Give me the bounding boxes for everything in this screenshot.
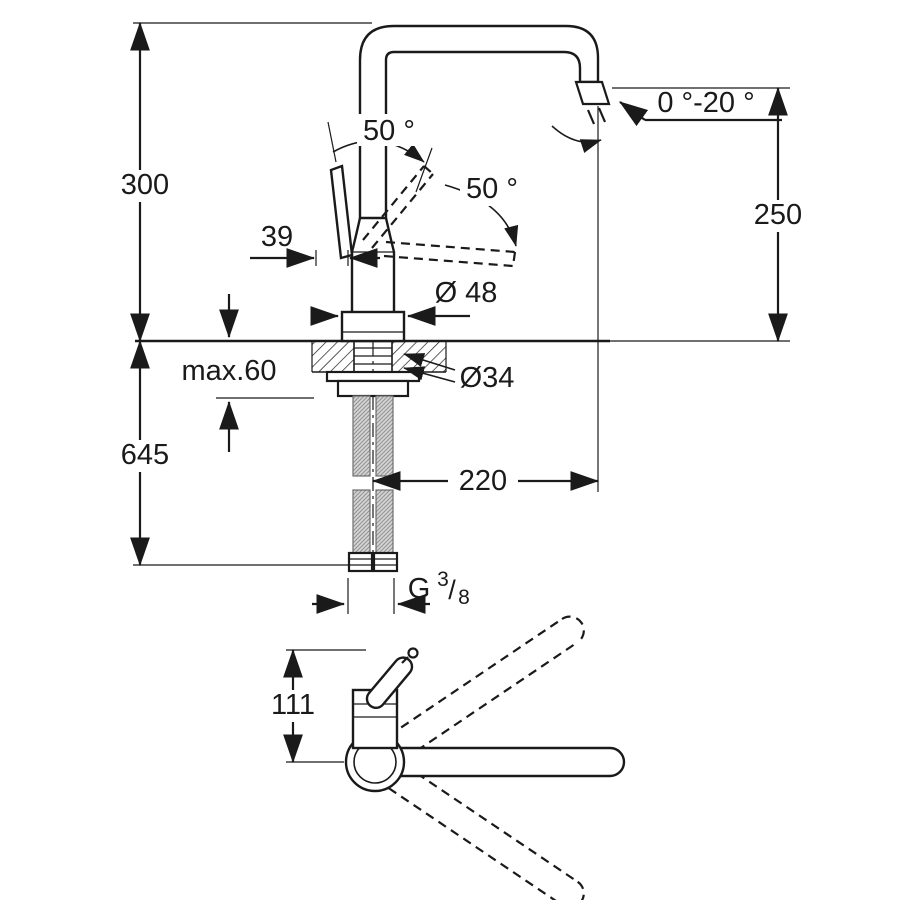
body-left-edge	[350, 217, 362, 312]
water-stream-line	[597, 107, 607, 123]
thread-numerator: 3	[437, 568, 449, 591]
dim-max60-label: max.60	[181, 355, 276, 387]
handle-lever	[329, 164, 354, 260]
handle-pin-link	[401, 656, 409, 664]
dimension-111: 111	[264, 648, 366, 764]
tilt-arc-arrow	[551, 125, 602, 153]
body-right-edge	[384, 217, 396, 312]
angle-arc-right	[444, 184, 519, 247]
side-view: 50 ° 50 °	[112, 21, 812, 614]
handle-top-view	[365, 656, 414, 710]
dimension-d34: Ø34	[403, 353, 515, 394]
thread-g-label: G	[408, 573, 431, 605]
top-view: 111	[264, 615, 626, 900]
dimension-39: 39	[250, 221, 380, 268]
dimension-d48: Ø 48	[310, 277, 498, 326]
dim-50-right-label: 50 °	[466, 173, 518, 205]
dimension-645: 645	[112, 339, 349, 567]
dim-39-label: 39	[261, 221, 293, 253]
counter-hatch-left	[312, 341, 354, 372]
counter-hatch-right	[392, 341, 446, 372]
dim-tilt-label: 0 °-20 °	[657, 87, 754, 119]
spout-swivel-dashed-up	[388, 615, 585, 760]
mounting-washer	[325, 370, 421, 383]
dim-220-label: 220	[459, 465, 507, 497]
dim-d48-label: Ø 48	[435, 277, 498, 309]
handle-pin	[407, 647, 419, 659]
label-bg	[460, 174, 524, 206]
handle-position-dashed-side	[383, 240, 517, 268]
spout-swivel-dashed-down	[388, 764, 585, 900]
dim-111-label: 111	[271, 689, 315, 721]
dimension-g38: G 3 / 8	[312, 568, 470, 614]
dim-300-label: 300	[121, 169, 169, 201]
dimension-300: 300	[112, 21, 372, 343]
dimension-220: 220	[371, 465, 600, 497]
dimension-tilt-range: 0 °-20 °	[619, 87, 782, 127]
supply-hoses	[352, 395, 394, 554]
base-ring	[340, 310, 406, 343]
hose-fittings	[347, 551, 399, 573]
dim-50-left-label: 50 °	[363, 115, 415, 147]
thread-slash: /	[448, 575, 456, 605]
spout-arm-top-view	[401, 746, 626, 778]
aerator-tip	[574, 80, 611, 106]
dimension-250: 250	[612, 86, 812, 343]
water-stream-line	[586, 109, 596, 125]
dim-250-label: 250	[754, 199, 802, 231]
label-bg	[357, 114, 421, 146]
thread-denominator: 8	[458, 586, 470, 609]
dim-645-label: 645	[121, 439, 169, 471]
mounting-nut	[336, 379, 410, 398]
angle-extension-line	[327, 121, 337, 163]
dim-d34-label: Ø34	[460, 362, 515, 394]
angle-extension-line	[415, 147, 433, 193]
dimension-max60: max.60	[181, 294, 314, 452]
